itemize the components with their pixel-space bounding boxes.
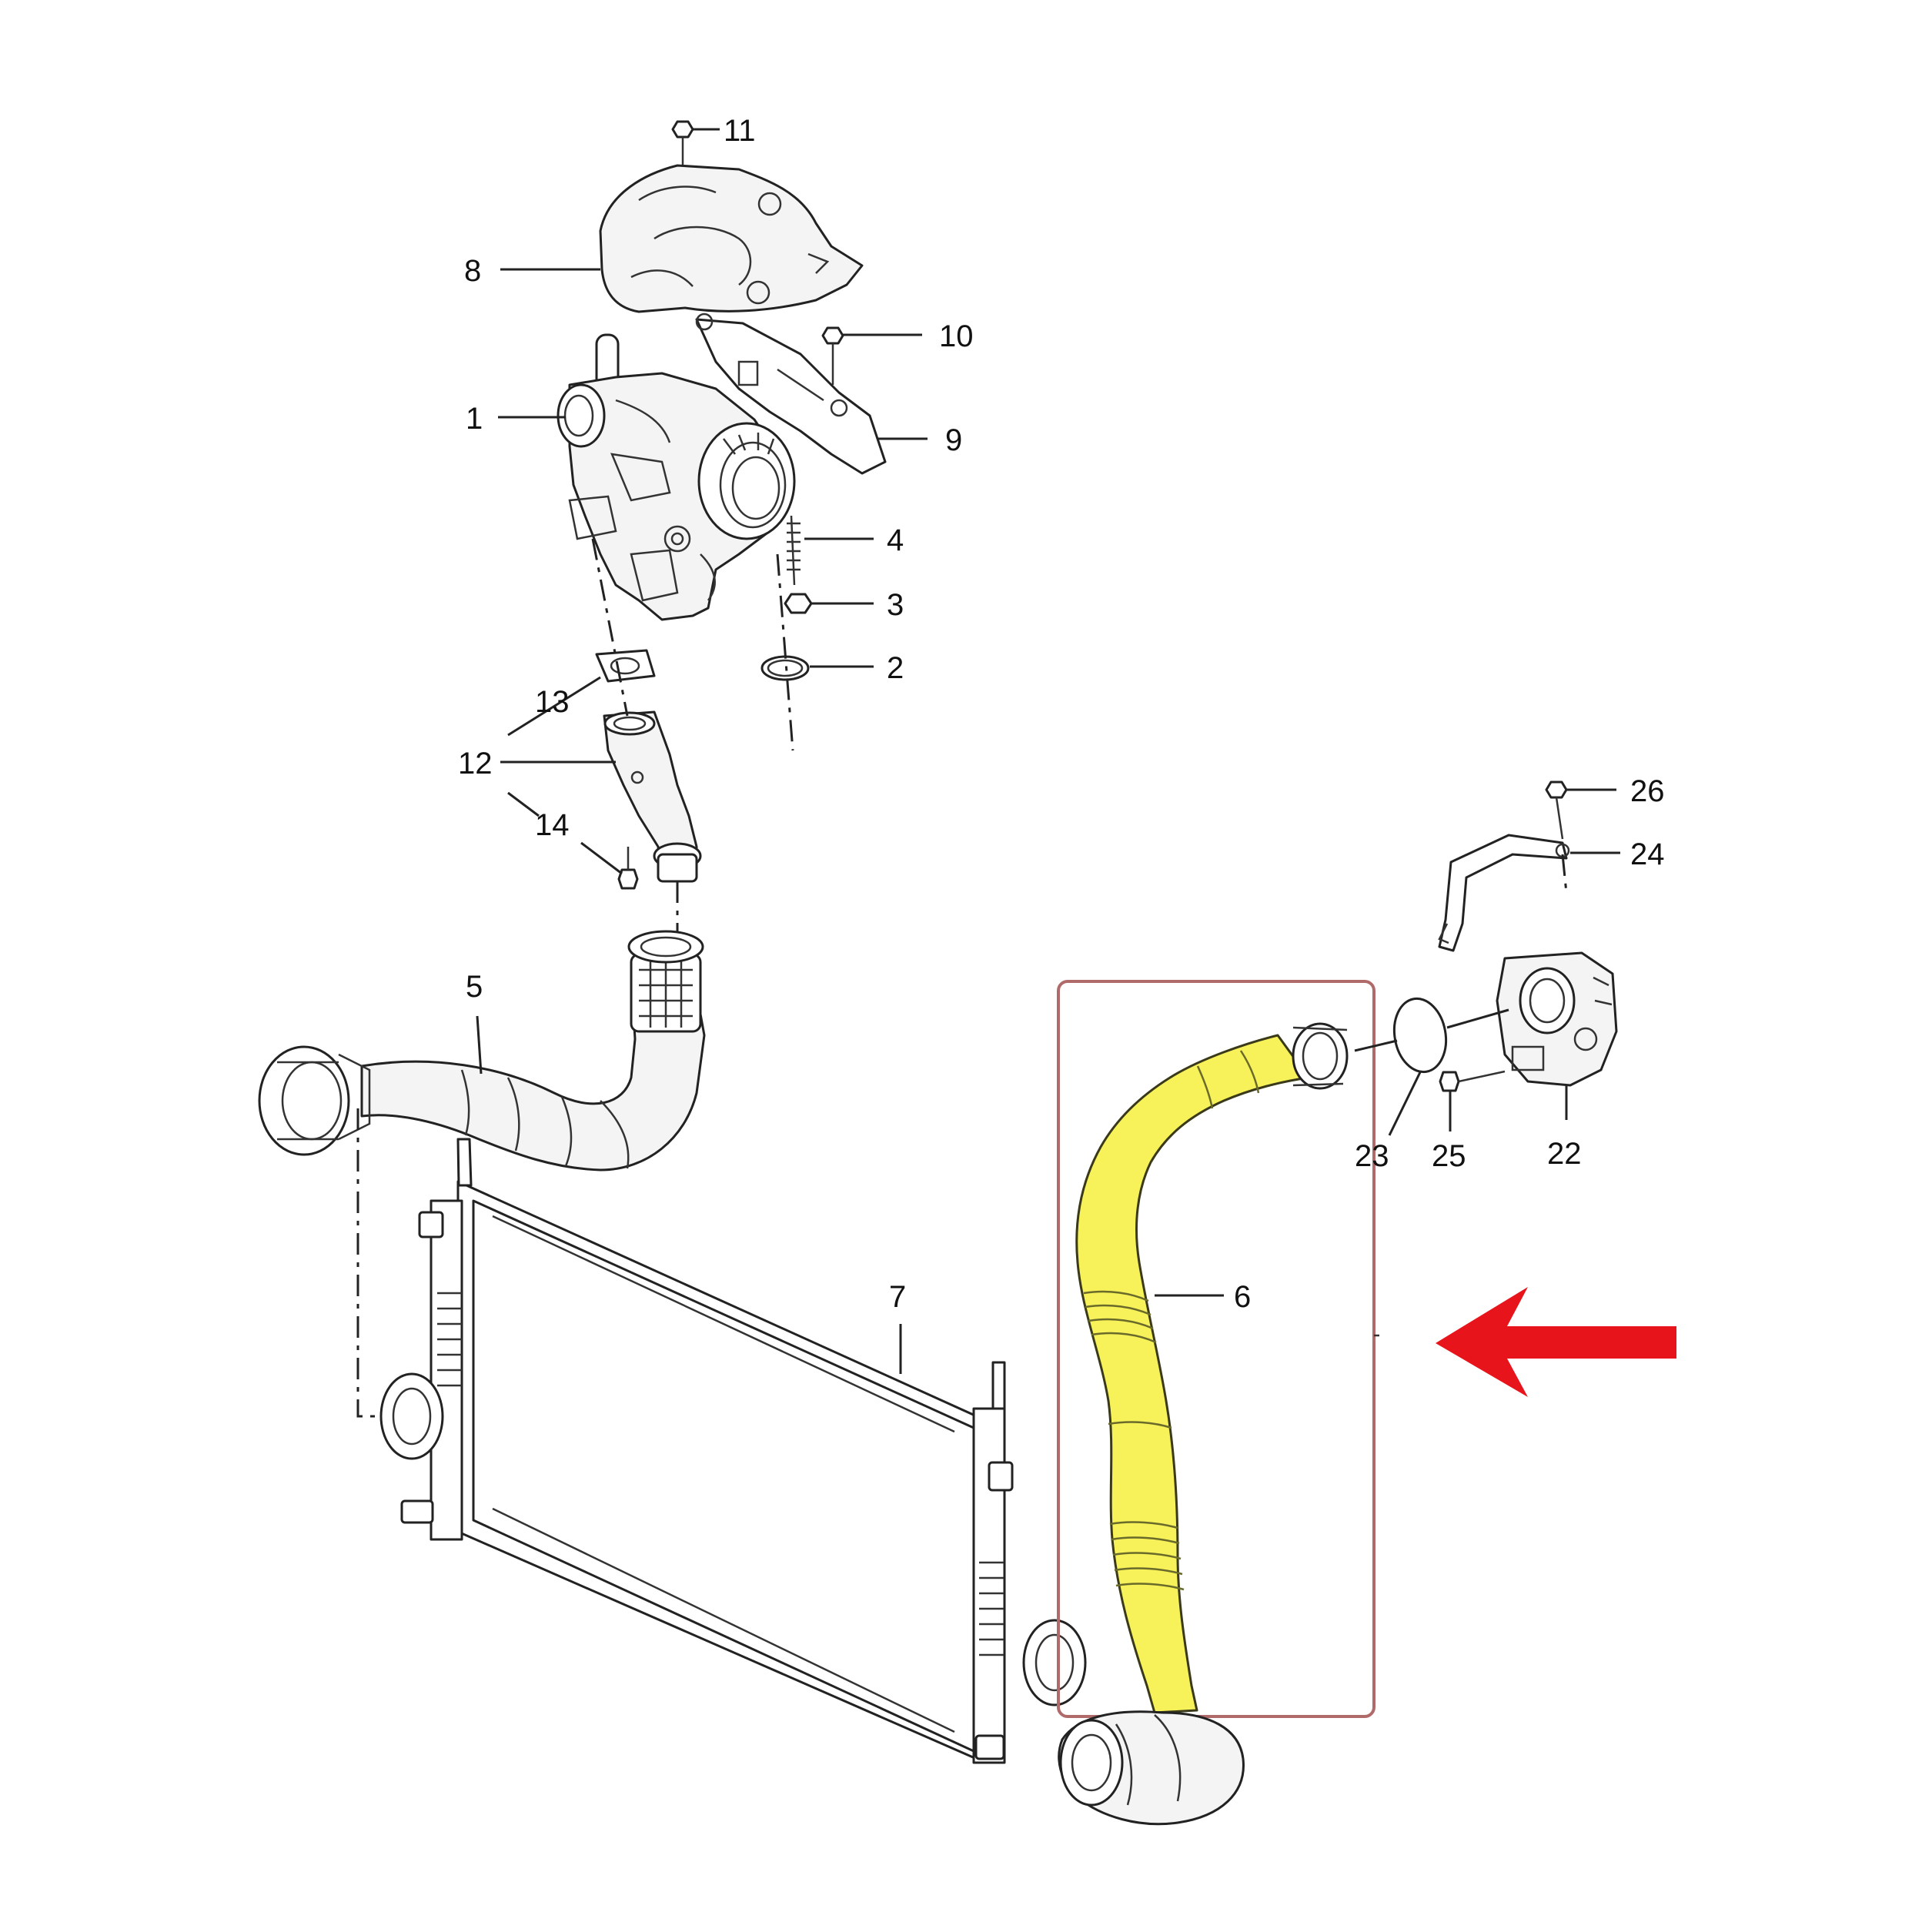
callout-22: 22 [1547, 1137, 1582, 1171]
callout-24: 24 [1630, 837, 1665, 871]
part-26-bolt [1545, 780, 1568, 840]
callout-9: 9 [945, 423, 962, 457]
callout-10: 10 [939, 319, 974, 353]
callout-25: 25 [1432, 1139, 1466, 1173]
part-14-bolt [617, 847, 639, 890]
leader-5 [476, 1015, 483, 1075]
callout-12: 12 [458, 747, 493, 780]
part-6-charge-air-hose [1075, 1022, 1349, 1714]
assembly-line-22 [1446, 1008, 1509, 1029]
part-8-heat-shield [599, 164, 864, 313]
leader-14 [580, 841, 623, 875]
assembly-line-1 [591, 538, 629, 717]
callout-3: 3 [887, 588, 904, 622]
part-25-bolt [1439, 1070, 1506, 1092]
part-7-intercooler [379, 1138, 1087, 1764]
part-5-charge-air-hose [258, 930, 706, 1172]
red-pointer-arrow [1436, 1287, 1676, 1397]
leader-12-lower [507, 791, 540, 817]
part-9-bracket [695, 313, 887, 475]
assembly-line-24 [1561, 854, 1568, 894]
part-10-bolt [821, 326, 844, 385]
assembly-line-23 [1354, 1039, 1398, 1052]
part-3-nut [784, 593, 813, 614]
part-1-turbocharger [557, 333, 796, 621]
callout-1: 1 [466, 402, 483, 436]
callout-26: 26 [1630, 774, 1665, 808]
assembly-line-2 [776, 553, 794, 751]
part-2-gasket [760, 655, 810, 681]
assembly-line-5 [356, 1108, 389, 1418]
callout-6: 6 [1234, 1280, 1251, 1314]
callout-13: 13 [535, 685, 570, 719]
callout-7: 7 [889, 1280, 906, 1314]
part-23-seal-ring [1392, 997, 1448, 1074]
part-4-stud [787, 515, 801, 586]
part-24-bracket [1438, 834, 1570, 952]
callout-4: 4 [887, 523, 904, 557]
callout-2: 2 [887, 651, 904, 685]
part-11-bolt [671, 120, 694, 165]
callout-8: 8 [464, 254, 481, 288]
callout-5: 5 [466, 970, 483, 1004]
leader-23 [1388, 1071, 1422, 1136]
part-6-highlight-box [1057, 980, 1375, 1718]
part-12-outlet-pipe [603, 710, 702, 883]
callout-14: 14 [535, 808, 570, 842]
callout-11: 11 [724, 114, 756, 148]
callout-23: 23 [1355, 1139, 1389, 1173]
leader-13 [507, 676, 601, 737]
lower-elbow-hose [1058, 1710, 1245, 1826]
part-22-throttle-body [1496, 951, 1618, 1087]
part-13-gasket [595, 649, 656, 683]
